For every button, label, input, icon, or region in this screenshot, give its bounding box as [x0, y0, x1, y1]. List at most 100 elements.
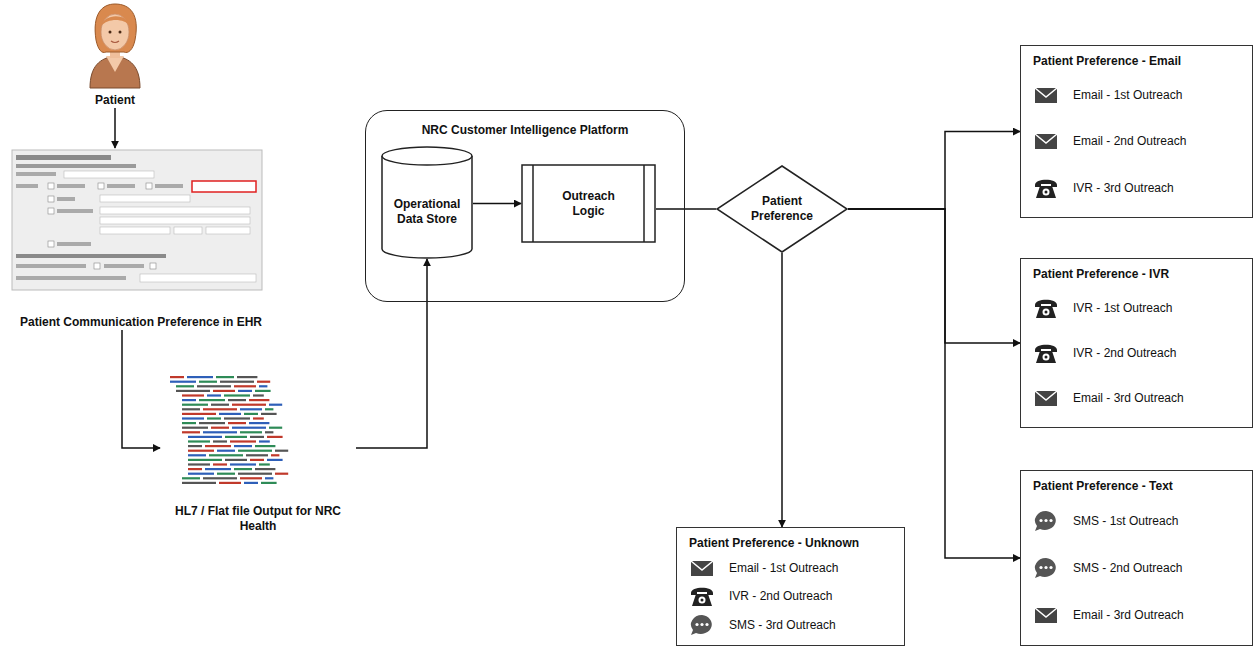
code-stroke [188, 459, 222, 461]
code-stroke [259, 463, 270, 465]
code-stroke [234, 445, 252, 447]
outreach-step: Email - 1st Outreach [689, 555, 892, 581]
box-heading: Patient Preference - Text [1033, 479, 1240, 493]
code-stroke [182, 477, 200, 479]
code-stroke [176, 390, 210, 392]
code-stroke [170, 381, 196, 383]
connector-arrow [473, 203, 521, 205]
outreach-step: IVR - 2nd Outreach [689, 583, 892, 609]
code-stroke [205, 445, 231, 447]
code-stroke [182, 404, 208, 406]
code-stroke [234, 468, 252, 470]
decision-diamond: Patient Preference [716, 165, 848, 253]
hl7-file-snippet [166, 372, 350, 492]
ehr-screenshot-node: Patient Communication Preference in EHR [10, 148, 272, 330]
outreach-step-label: SMS - 2nd Outreach [1073, 561, 1182, 575]
connector-arrow [356, 259, 427, 448]
code-stroke [182, 482, 216, 484]
box-heading: Patient Preference - IVR [1033, 267, 1240, 281]
code-stroke [238, 390, 252, 392]
outreach-step: Email - 3rd Outreach [1033, 385, 1240, 411]
outreach-step-label: Email - 3rd Outreach [1073, 391, 1184, 405]
caption-label: HL7 / Flat file Output for NRC Health [160, 504, 356, 534]
outreach-step: SMS - 2nd Outreach [1033, 555, 1240, 581]
outreach-step-label: IVR - 2nd Outreach [1073, 346, 1176, 360]
code-stroke [238, 473, 272, 475]
code-stroke [203, 477, 237, 479]
platform-container: Operational Data Store Outreach Logic NRC … [365, 110, 685, 302]
code-stroke [203, 408, 237, 410]
code-stroke [188, 436, 222, 438]
code-stroke [249, 422, 269, 424]
code-stroke [205, 468, 231, 470]
code-stroke [244, 413, 258, 415]
connector-arrow [114, 108, 116, 148]
data-store-cylinder: Operational Data Store [381, 146, 473, 259]
code-stroke [219, 482, 241, 484]
code-stroke [265, 408, 273, 410]
mail-icon [1033, 84, 1059, 106]
code-stroke [188, 450, 214, 452]
code-stroke [228, 399, 246, 401]
outreach-box: Patient Preference - EmailEmail - 1st Ou… [1020, 45, 1253, 218]
code-stroke [250, 436, 264, 438]
code-stroke [188, 463, 210, 465]
outreach-step: IVR - 2nd Outreach [1033, 340, 1240, 366]
code-stroke [209, 454, 243, 456]
bubble-icon [1033, 510, 1059, 532]
code-stroke [213, 463, 227, 465]
outreach-step-label: Email - 1st Outreach [1073, 88, 1182, 102]
shape-label: Outreach Logic [551, 189, 626, 219]
code-stroke [232, 427, 266, 429]
mail-icon [1033, 387, 1059, 409]
connector-arrow [848, 132, 1020, 210]
phone-icon [1033, 342, 1059, 364]
box-heading: Patient Preference - Email [1033, 54, 1240, 68]
phone-icon [1033, 177, 1059, 199]
code-stroke [217, 473, 235, 475]
code-stroke [182, 408, 200, 410]
code-stroke [213, 440, 227, 442]
code-stroke [182, 394, 204, 396]
code-stroke [232, 404, 266, 406]
code-stroke [230, 440, 256, 442]
code-stroke [240, 431, 262, 433]
code-stroke [188, 468, 202, 470]
code-stroke [246, 454, 268, 456]
code-stroke [197, 385, 231, 387]
code-stroke [244, 482, 258, 484]
code-stroke [182, 427, 208, 429]
caption-label: Patient Communication Preference in EHR [20, 315, 262, 330]
outreach-list: Email - 1st OutreachEmail - 2nd Outreach… [1033, 72, 1240, 211]
code-stroke [220, 381, 254, 383]
bubble-icon [689, 614, 715, 636]
code-stroke [207, 417, 221, 419]
outreach-step-label: IVR - 1st Outreach [1073, 301, 1172, 315]
code-stroke [240, 477, 262, 479]
outreach-list: SMS - 1st OutreachSMS - 2nd OutreachEmai… [1033, 497, 1240, 639]
code-stroke [253, 394, 264, 396]
patient-avatar [90, 4, 140, 88]
code-stroke [255, 390, 271, 392]
code-stroke [240, 408, 262, 410]
code-stroke [217, 450, 235, 452]
process-box: Outreach Logic [521, 164, 656, 243]
code-stroke [188, 440, 210, 442]
code-stroke [265, 477, 273, 479]
outreach-list: IVR - 1st OutreachIVR - 2nd OutreachEmai… [1033, 285, 1240, 421]
mail-icon [689, 557, 715, 579]
container-title: NRC Customer Intelligence Platform [366, 111, 684, 137]
code-stroke [211, 404, 229, 406]
code-stroke [188, 454, 206, 456]
outreach-step-label: SMS - 3rd Outreach [729, 618, 836, 632]
outreach-step-label: IVR - 2nd Outreach [729, 589, 832, 603]
code-stroke [228, 422, 246, 424]
code-stroke [249, 399, 269, 401]
outreach-box: Patient Preference - TextSMS - 1st Outre… [1020, 470, 1253, 646]
code-stroke [188, 473, 214, 475]
code-stroke [199, 422, 225, 424]
code-stroke [230, 463, 256, 465]
code-stroke [182, 431, 200, 433]
code-stroke [267, 436, 283, 438]
code-stroke [237, 376, 257, 378]
